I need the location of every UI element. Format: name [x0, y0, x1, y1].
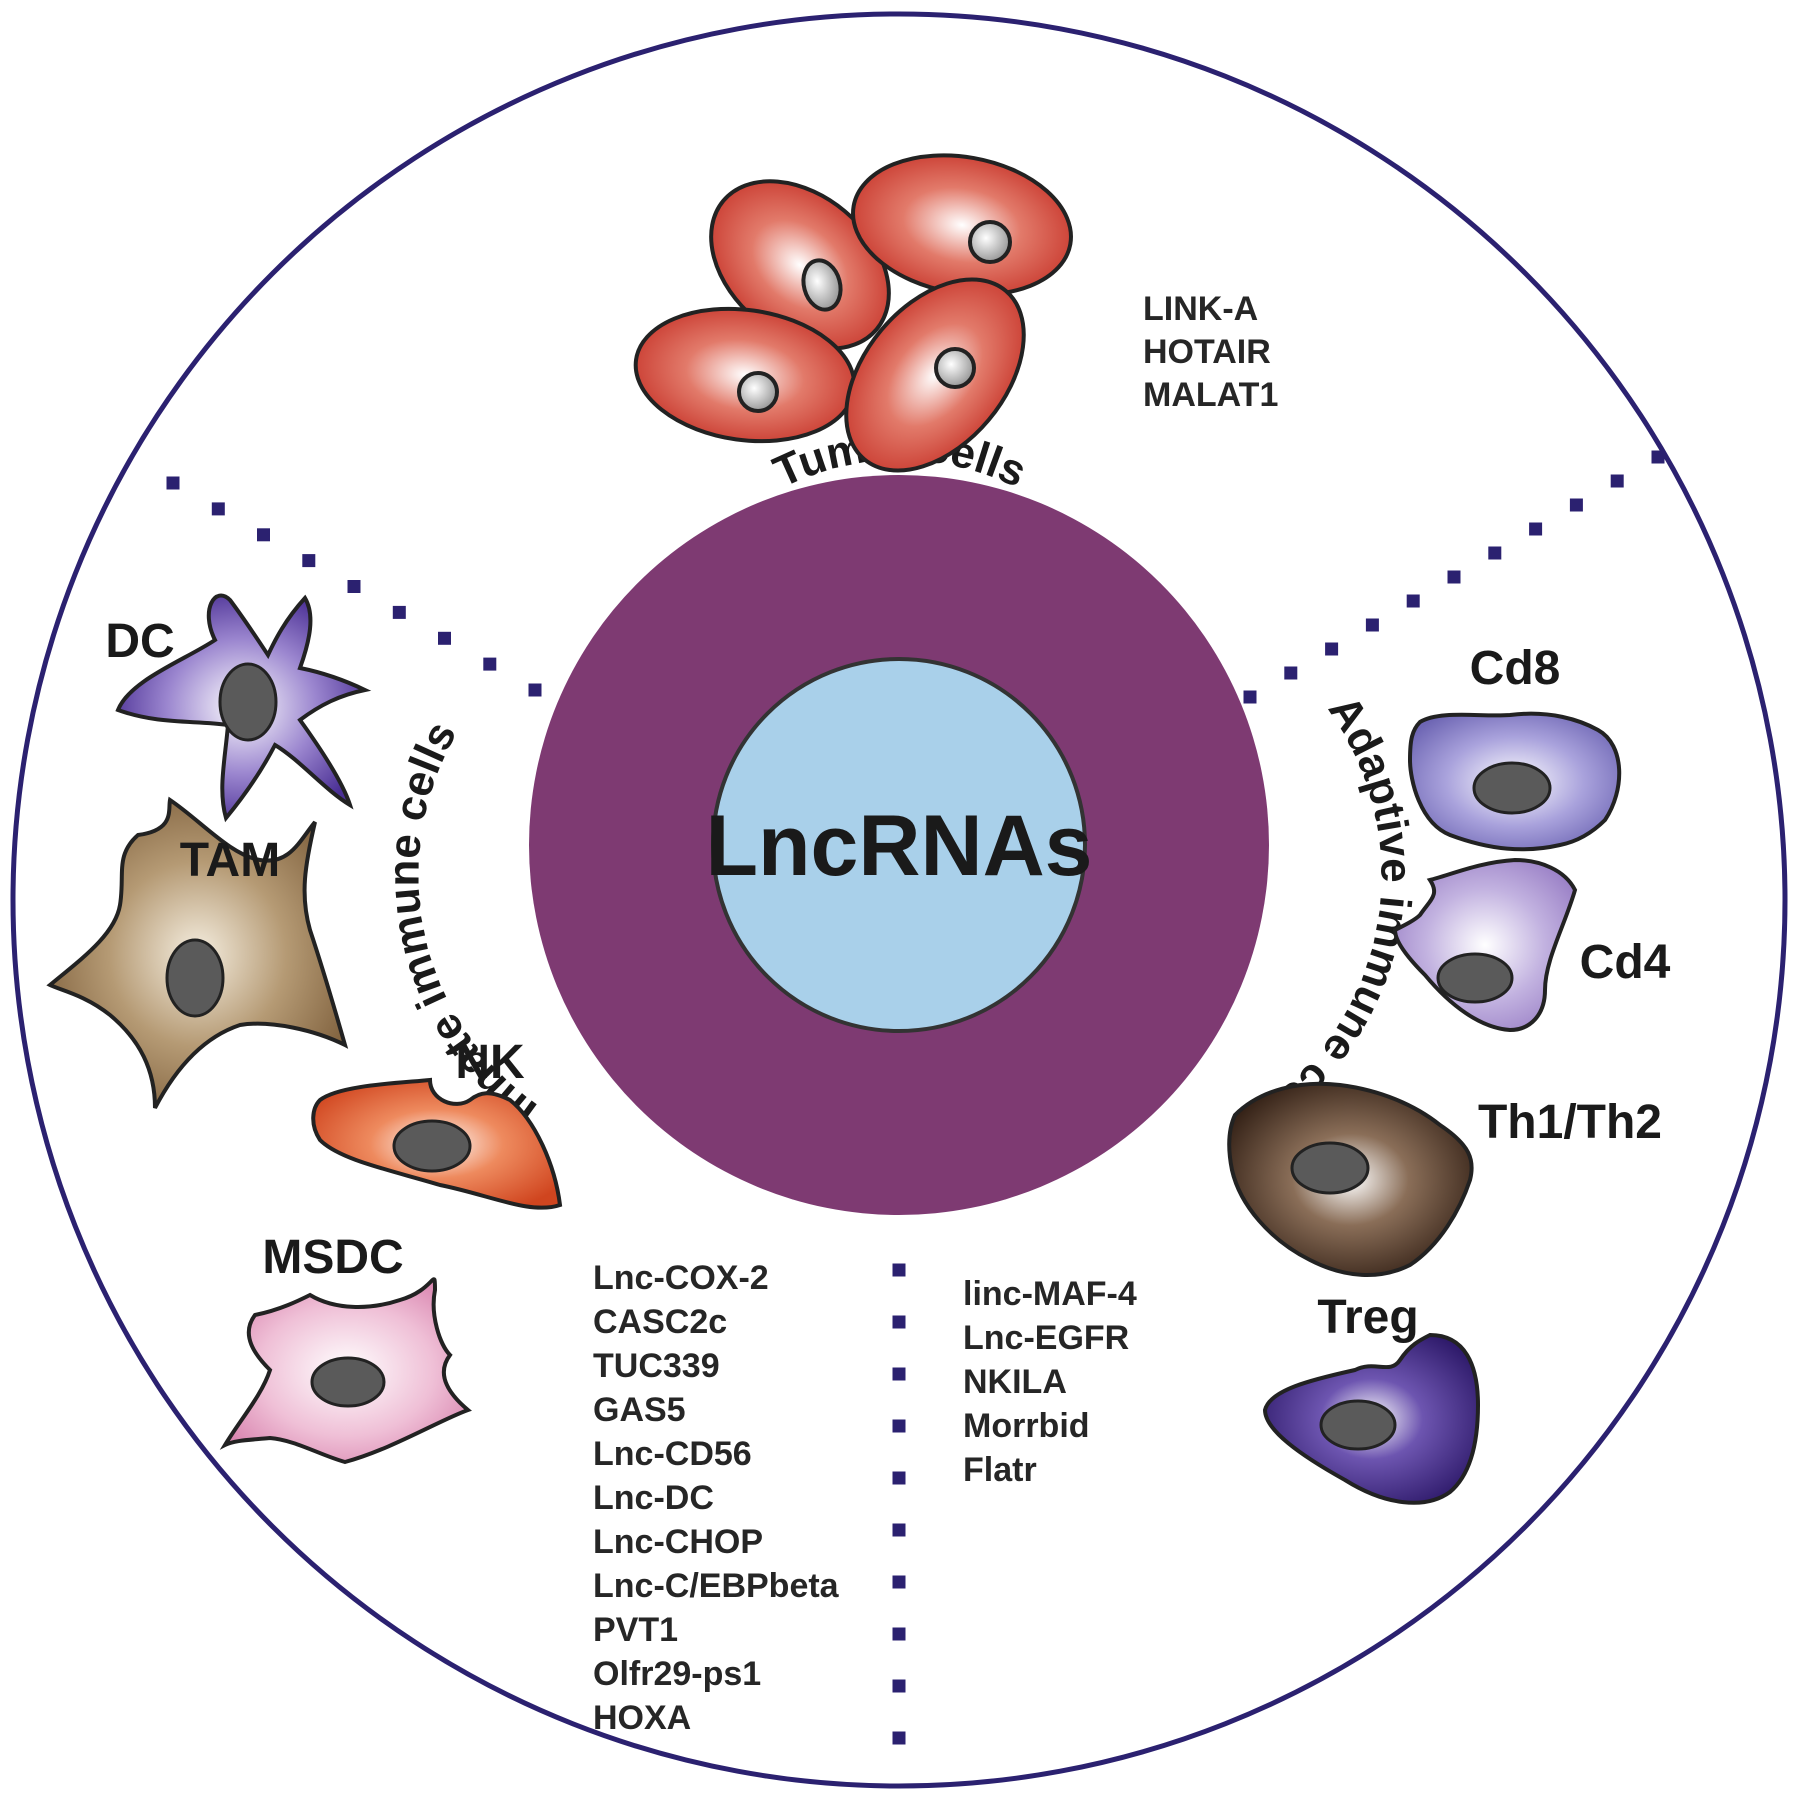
- adaptive-lncrna: Morrbid: [963, 1407, 1090, 1445]
- cd4-cell: Cd4: [1392, 857, 1671, 1033]
- cd4-nucleus: [1436, 952, 1514, 1004]
- tam-label: TAM: [180, 834, 280, 887]
- innate-lncrna: PVT1: [593, 1611, 678, 1649]
- separator-dot: [1610, 474, 1624, 488]
- separator-dot: [892, 1471, 906, 1485]
- separator-dot: [1447, 570, 1461, 584]
- innate-lncrna: Lnc-CD56: [593, 1435, 752, 1473]
- innate-lncrna: Lnc-DC: [593, 1479, 714, 1517]
- separator-dot: [892, 1627, 906, 1641]
- th-label: Th1/Th2: [1478, 1096, 1662, 1149]
- innate-lncrna: Lnc-COX-2: [593, 1259, 769, 1297]
- treg-label: Treg: [1317, 1291, 1418, 1344]
- separator-dot: [892, 1679, 906, 1693]
- th-cell: Th1/Th2: [1227, 1081, 1662, 1278]
- tumor-nucleus: [968, 220, 1012, 264]
- cd4-cell-body: [1392, 857, 1578, 1033]
- separator-dot: [483, 657, 497, 671]
- adaptive-lncrna: Flatr: [963, 1451, 1037, 1489]
- tumor-lncrna-list: LINK-A HOTAIR MALAT1: [1143, 290, 1278, 414]
- separator-dot: [166, 476, 180, 490]
- cd4-label: Cd4: [1580, 936, 1671, 989]
- msdc-cell: MSDC: [219, 1231, 472, 1465]
- dc-nucleus: [218, 662, 278, 742]
- separator-dot: [211, 502, 225, 516]
- cd8-label: Cd8: [1470, 642, 1561, 695]
- th-nucleus: [1290, 1141, 1370, 1195]
- separator-dot: [892, 1367, 906, 1381]
- treg-nucleus: [1319, 1399, 1397, 1451]
- separator-dot: [302, 554, 316, 568]
- separator-dot: [528, 683, 542, 697]
- separator-dots: [166, 450, 1665, 1745]
- separator-dot: [392, 605, 406, 619]
- center-label: LncRNAs: [705, 798, 1092, 894]
- separator-dot: [1406, 594, 1420, 608]
- separator-dot: [892, 1731, 906, 1745]
- tam-nucleus: [165, 938, 225, 1018]
- separator-dot: [892, 1575, 906, 1589]
- nk-cell: NK: [311, 1036, 563, 1210]
- cd8-cell: Cd8: [1407, 642, 1622, 852]
- separator-dot: [1569, 498, 1583, 512]
- innate-lncrna-list: Lnc-COX-2 CASC2c TUC339 GAS5 Lnc-CD56 Ln…: [593, 1259, 840, 1737]
- msdc-nucleus: [310, 1356, 386, 1408]
- tumor-nucleus: [737, 371, 779, 413]
- tumor-nucleus: [934, 347, 976, 389]
- separator-dot: [1488, 546, 1502, 560]
- tumor-nucleus: [801, 258, 843, 312]
- outer-circle: [10, 11, 1788, 1789]
- adaptive-lncrna-list: linc-MAF-4 Lnc-EGFR NKILA Morrbid Flatr: [963, 1275, 1137, 1489]
- innate-lncrna: TUC339: [593, 1347, 720, 1385]
- separator-dot: [1284, 666, 1298, 680]
- nk-label: NK: [455, 1036, 525, 1089]
- dc-label: DC: [105, 615, 174, 668]
- innate-lncrna: CASC2c: [593, 1303, 727, 1341]
- tumor-cell-cluster: [633, 153, 1073, 473]
- separator-dot: [257, 528, 270, 542]
- separator-dot: [892, 1419, 906, 1433]
- innate-lncrna: Olfr29-ps1: [593, 1655, 761, 1693]
- center-disc: [711, 657, 1087, 1033]
- nk-nucleus: [392, 1119, 472, 1173]
- separator-dot: [1325, 642, 1339, 656]
- tumor-cell: [844, 277, 1026, 473]
- separator-dot: [1651, 450, 1665, 464]
- tumor-lncrna: LINK-A: [1143, 290, 1258, 328]
- separator-dot: [438, 631, 451, 645]
- innate-lncrna: Lnc-CHOP: [593, 1523, 763, 1561]
- separator-dot: [892, 1523, 906, 1537]
- tumor-lncrna: HOTAIR: [1143, 333, 1271, 371]
- tumor-lncrna: MALAT1: [1143, 376, 1278, 414]
- separator-dot: [1365, 618, 1379, 632]
- tam-cell: TAM: [46, 796, 349, 1109]
- separator-dot: [892, 1263, 906, 1277]
- adaptive-lncrna: NKILA: [963, 1363, 1067, 1401]
- separator-dot: [892, 1315, 906, 1329]
- innate-lncrna: Lnc-C/EBPbeta: [593, 1567, 840, 1605]
- adaptive-lncrna: linc-MAF-4: [963, 1275, 1137, 1313]
- separator-dot: [347, 580, 361, 593]
- separator-dot: [1529, 522, 1543, 536]
- dc-cell: DC: [105, 593, 372, 823]
- msdc-label: MSDC: [262, 1231, 403, 1284]
- adaptive-lncrna: Lnc-EGFR: [963, 1319, 1129, 1357]
- innate-lncrna: HOXA: [593, 1699, 691, 1737]
- cd8-nucleus: [1472, 761, 1552, 815]
- innate-lncrna: GAS5: [593, 1391, 686, 1429]
- treg-cell: Treg: [1262, 1291, 1481, 1505]
- separator-dot: [1243, 690, 1257, 704]
